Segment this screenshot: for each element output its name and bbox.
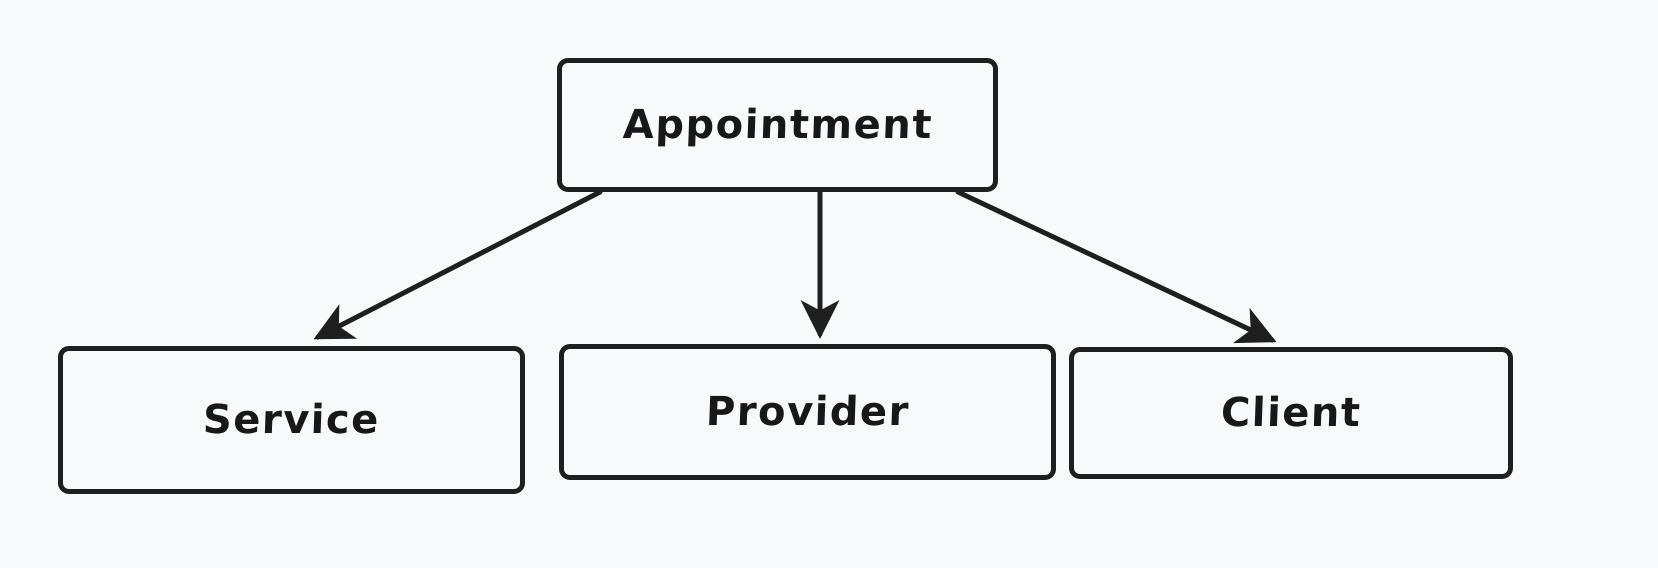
node-provider-label: Provider bbox=[704, 389, 911, 435]
node-client[interactable]: Client bbox=[1069, 347, 1513, 479]
node-client-label: Client bbox=[1219, 390, 1363, 436]
node-service-label: Service bbox=[202, 397, 381, 443]
node-provider[interactable]: Provider bbox=[559, 344, 1056, 480]
node-service[interactable]: Service bbox=[58, 346, 525, 494]
edge-appointment-to-client bbox=[955, 189, 1277, 344]
edge-appointment-to-service bbox=[313, 189, 603, 340]
node-appointment[interactable]: Appointment bbox=[557, 58, 998, 192]
node-appointment-label: Appointment bbox=[621, 102, 934, 148]
